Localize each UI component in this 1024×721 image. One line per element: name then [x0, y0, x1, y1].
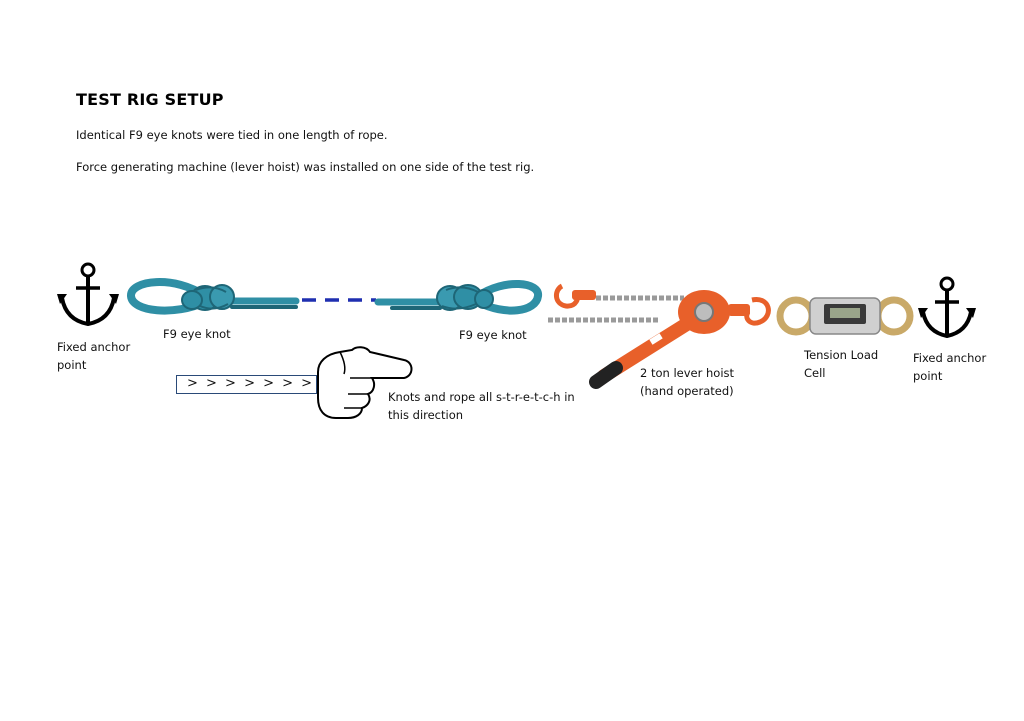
label-knot-right: F9 eye knot: [459, 328, 527, 342]
label-line: Cell: [804, 366, 826, 380]
label-line: Fixed anchor: [913, 351, 987, 365]
label-fixed-anchor-left: Fixed anchor point: [57, 338, 130, 374]
label-load-cell: Tension Load Cell: [804, 346, 878, 382]
label-line: this direction: [388, 408, 464, 422]
anchor-icon: [57, 262, 119, 327]
label-line: Fixed anchor: [57, 340, 131, 354]
label-line: point: [57, 358, 87, 372]
intro-line-knots: Identical F9 eye knots were tied in one …: [76, 128, 388, 142]
label-line: Knots and rope all s-t-r-e-t-c-h in: [388, 390, 575, 404]
label-lever-hoist: 2 ton lever hoist (hand operated): [640, 364, 734, 400]
anchor-icon: [918, 276, 976, 339]
pointing-hand-icon: [317, 346, 413, 419]
eye-knot-icon: [127, 278, 300, 315]
label-stretch-direction: Knots and rope all s-t-r-e-t-c-h in this…: [388, 388, 575, 424]
label-line: point: [913, 369, 943, 383]
intro-line-hoist: Force generating machine (lever hoist) w…: [76, 160, 535, 174]
load-cell-icon: [776, 296, 914, 336]
lever-hoist-icon: [548, 283, 771, 389]
eye-knot-icon: [374, 280, 542, 315]
label-knot-left: F9 eye knot: [163, 327, 231, 341]
label-line: Tension Load: [804, 348, 879, 362]
label-line: (hand operated): [640, 384, 734, 398]
stretch-direction-arrows: > > > > > > >: [176, 375, 317, 394]
page-title: TEST RIG SETUP: [76, 90, 224, 109]
label-line: 2 ton lever hoist: [640, 366, 735, 380]
label-fixed-anchor-right: Fixed anchor point: [913, 349, 986, 385]
